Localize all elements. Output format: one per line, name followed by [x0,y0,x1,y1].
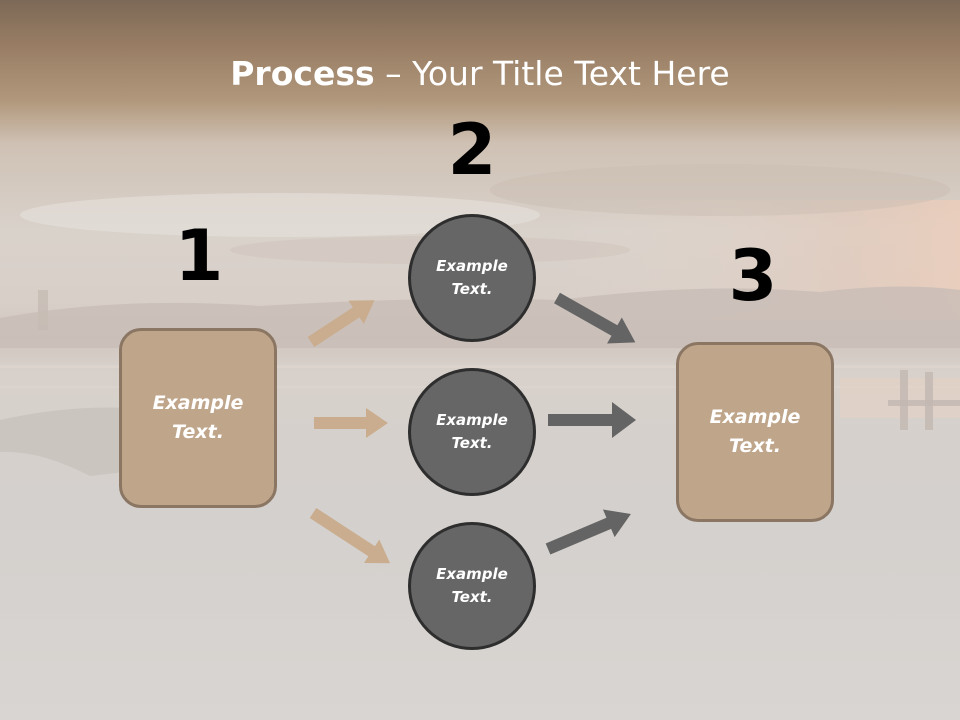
circle-bottom-line-1: Example [436,565,508,583]
step-1-line-1: Example [152,392,244,414]
title-rest: – Your Title Text Here [374,54,730,93]
circle-middle-line-2: Text. [451,434,493,452]
circle-middle-line-1: Example [436,411,508,429]
step-number-2: 2 [447,109,497,191]
circle-top-line-1: Example [436,257,508,275]
circle-top-line-2: Text. [451,280,493,298]
slide-title: Process – Your Title Text Here [0,52,960,96]
circle-bottom-line-2: Text. [451,588,493,606]
arrow-up-right-tan [307,300,375,348]
arrow-right-tan [314,408,388,438]
arrow-down-right-gray [554,292,636,344]
arrow-down-right-tan [309,507,391,564]
step-1-line-2: Text. [172,421,224,443]
step-number-3: 3 [728,235,778,317]
step-number-1: 1 [174,215,224,297]
arrow-up-right-gray [545,509,631,555]
step-3-line-1: Example [709,406,801,428]
step-3-line-2: Text. [729,435,781,457]
title-bold: Process [230,54,375,93]
arrow-right-gray [548,402,636,438]
